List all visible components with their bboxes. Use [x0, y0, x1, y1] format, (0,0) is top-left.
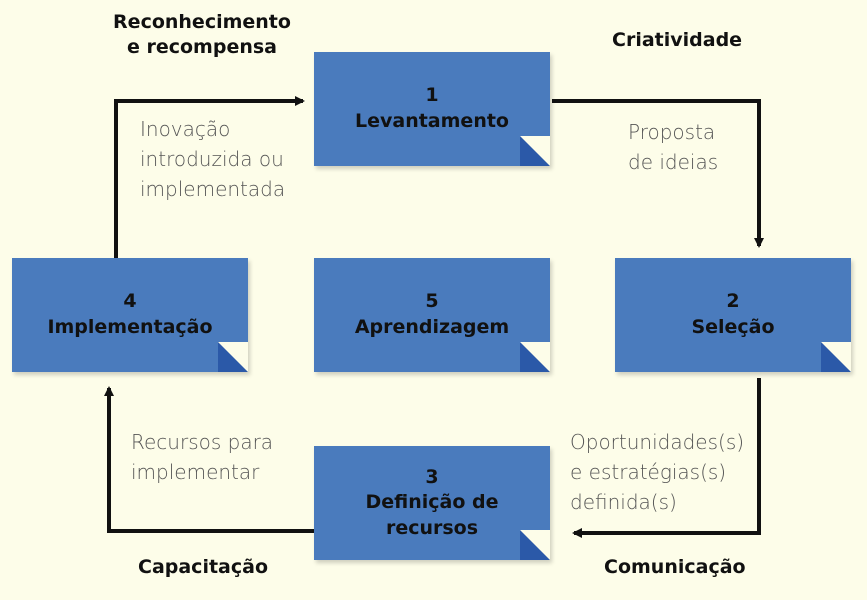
arrow-levantamento-to-selecao [552, 99, 764, 248]
box-number: 3 [425, 465, 439, 488]
box-implementacao: 4 Implementação [12, 258, 248, 372]
page-fold-icon [520, 342, 550, 372]
heading-comunicacao: Comunicação [604, 556, 746, 578]
page-fold-icon [218, 342, 248, 372]
box-selecao: 2 Seleção [615, 258, 851, 372]
box-number: 5 [425, 290, 439, 313]
box-levantamento: 1 Levantamento [314, 52, 550, 166]
page-fold-icon [821, 342, 851, 372]
box-label: Definição de recursos [365, 491, 499, 539]
page-fold-icon [520, 136, 550, 166]
box-label: Implementação [47, 316, 213, 338]
box-label: Seleção [691, 316, 775, 338]
note-recursos: Recursos para implementar [131, 430, 274, 484]
box-number: 1 [425, 84, 439, 107]
box-aprendizagem: 5 Aprendizagem [314, 258, 550, 372]
heading-capacitacao: Capacitação [138, 556, 269, 578]
note-oportunidades: Oportunidades(s) e estratégias(s) defini… [570, 430, 745, 514]
arrow-implementation-to-levantamento [114, 96, 305, 258]
arrow-definicao-to-implementacao [104, 386, 315, 533]
box-number: 2 [726, 290, 740, 313]
page-fold-icon [520, 530, 550, 560]
box-label: Levantamento [355, 110, 509, 132]
box-number: 4 [123, 290, 137, 313]
note-proposta: Proposta de ideias [628, 120, 719, 174]
note-inovacao: Inovação introduzida ou implementada [140, 117, 286, 201]
arrow-selecao-to-definicao [572, 378, 761, 538]
box-label: Aprendizagem [354, 316, 510, 338]
box-definicao-recursos: 3 Definição de recursos [314, 446, 550, 560]
heading-reconhecimento: Reconhecimento e recompensa [113, 11, 291, 59]
heading-criatividade: Criatividade [612, 29, 743, 51]
